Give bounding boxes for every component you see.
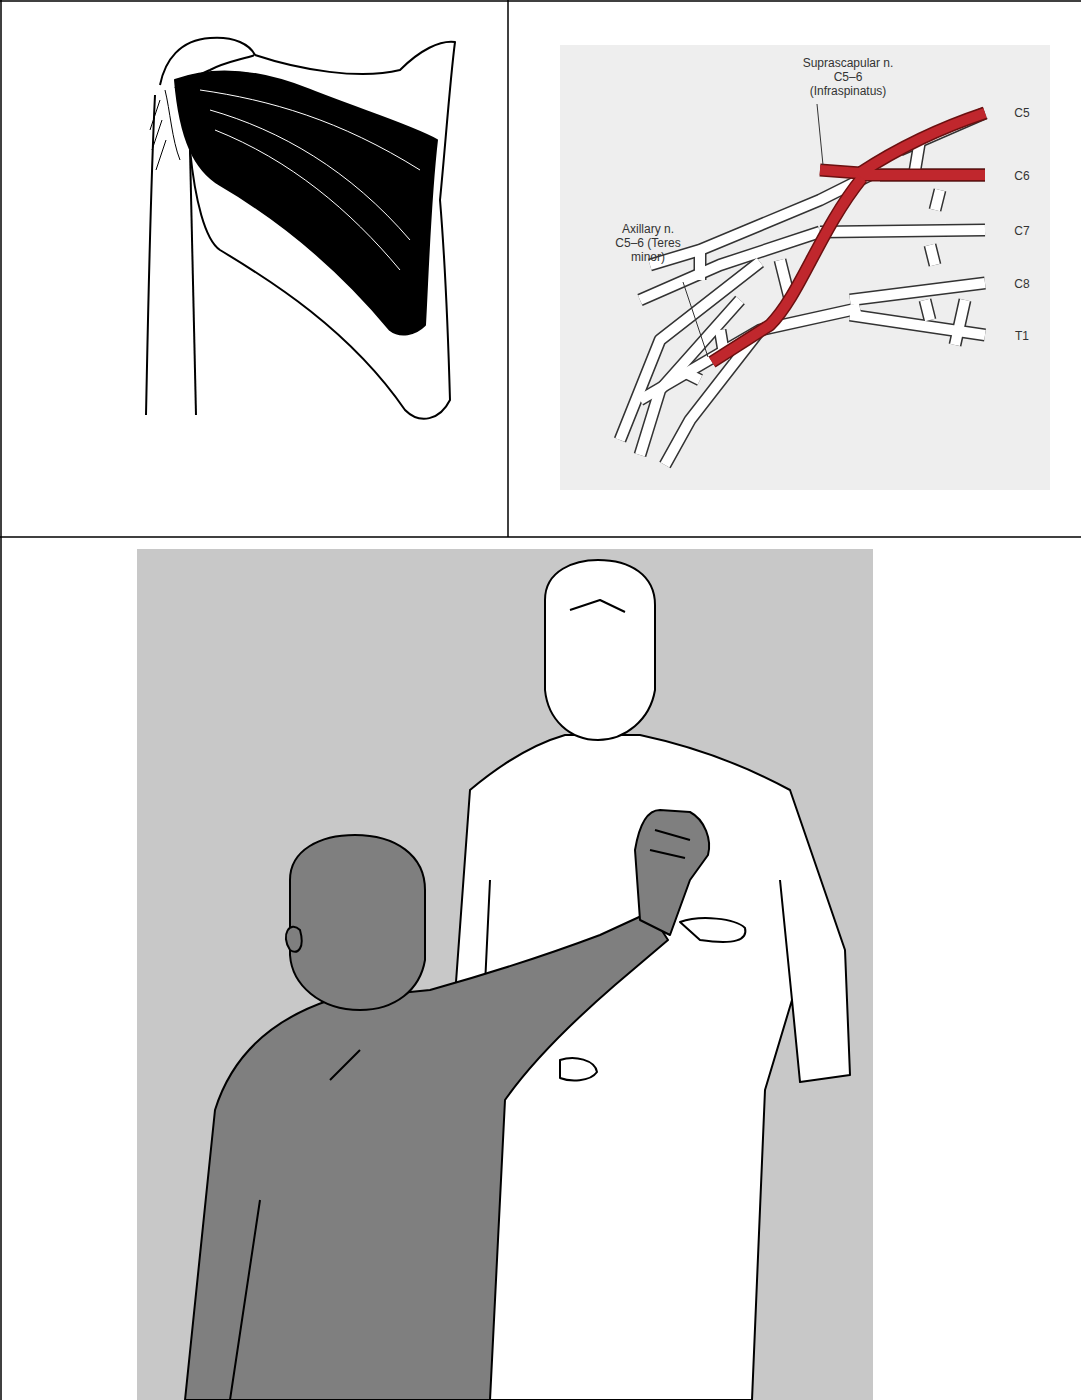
- root-label: C7: [1007, 224, 1037, 238]
- plexus-background: [560, 45, 1050, 490]
- root-label: C8: [1007, 277, 1037, 291]
- scapula-drawing: [146, 38, 455, 419]
- nerve-callout: Suprascapular n. C5–6 (Infraspinatus): [798, 56, 898, 98]
- root-label: C6: [1007, 169, 1037, 183]
- patient-figure: [185, 810, 709, 1400]
- nerve-callout: Axillary n. C5–6 (Teres minor): [610, 222, 686, 264]
- leader-line: [683, 104, 823, 357]
- root-label: T1: [1007, 329, 1037, 343]
- exam-background: [137, 549, 873, 1400]
- root-label: C5: [1007, 106, 1037, 120]
- plexus-nerves: [620, 113, 985, 465]
